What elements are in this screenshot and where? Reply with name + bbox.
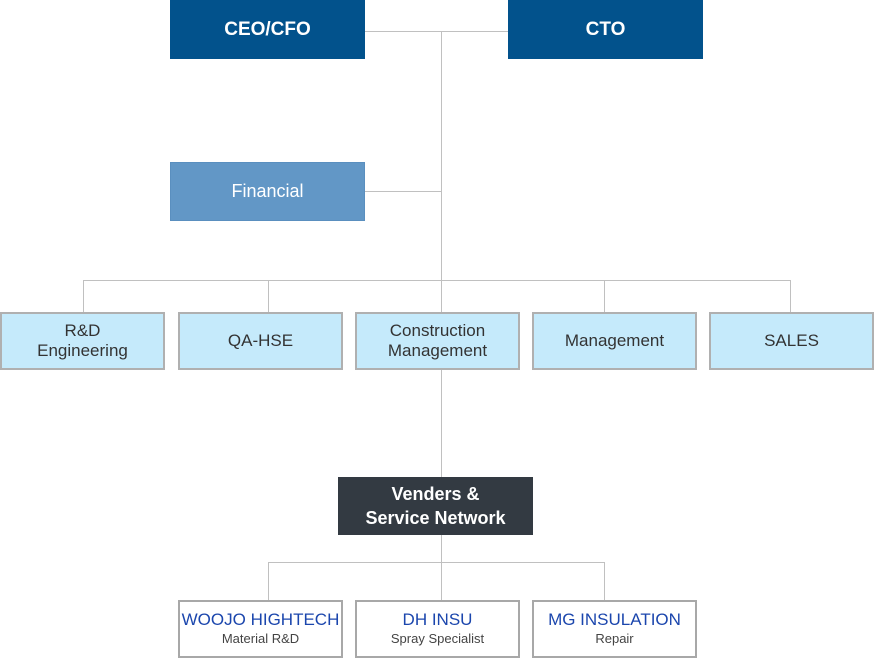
partner-role: Material R&D [221, 631, 300, 646]
connector-dept-2 [268, 280, 269, 312]
partner-role: Spray Specialist [390, 631, 485, 646]
partner-name: WOOJO HIGHTECH [181, 610, 340, 629]
department-construction-management: Construction Management [355, 312, 520, 370]
financial-box: Financial [170, 162, 365, 221]
partner-dh-insu: DH INSU Spray Specialist [355, 600, 520, 658]
financial-label: Financial [231, 181, 304, 201]
department-rd-engineering: R&D Engineering [0, 312, 165, 370]
department-label: Construction Management [387, 321, 488, 360]
department-management: Management [532, 312, 697, 370]
partner-name: DH INSU [402, 610, 473, 629]
cto-label: CTO [585, 18, 626, 40]
connector-exec-horizontal [365, 31, 508, 32]
department-sales: SALES [709, 312, 874, 370]
cto-box: CTO [508, 0, 703, 59]
connector-financial [365, 191, 442, 192]
partner-mg-insulation: MG INSULATION Repair [532, 600, 697, 658]
department-label: R&D Engineering [37, 321, 128, 360]
partner-woojo-hightech: WOOJO HIGHTECH Material R&D [178, 600, 343, 658]
venders-service-network-box: Venders & Service Network [338, 477, 533, 535]
partner-role: Repair [595, 631, 634, 646]
connector-dept-4 [604, 280, 605, 312]
department-label: SALES [764, 331, 819, 350]
department-label: QA-HSE [227, 331, 294, 350]
connector-partner-horizontal [268, 562, 605, 563]
connector-dept-3 [441, 280, 442, 312]
department-qa-hse: QA-HSE [178, 312, 343, 370]
network-label: Venders & Service Network [365, 484, 506, 528]
department-label: Management [564, 331, 665, 350]
ceo-cfo-box: CEO/CFO [170, 0, 365, 59]
connector-construction-network [441, 370, 442, 477]
connector-dept-1 [83, 280, 84, 312]
connector-network-partners [441, 535, 442, 600]
connector-partner-3 [604, 562, 605, 600]
connector-main-vertical [441, 31, 442, 281]
ceo-cfo-label: CEO/CFO [224, 18, 311, 40]
connector-partner-1 [268, 562, 269, 600]
connector-dept-5 [790, 280, 791, 312]
partner-name: MG INSULATION [548, 610, 681, 629]
connector-dept-horizontal [83, 280, 791, 281]
